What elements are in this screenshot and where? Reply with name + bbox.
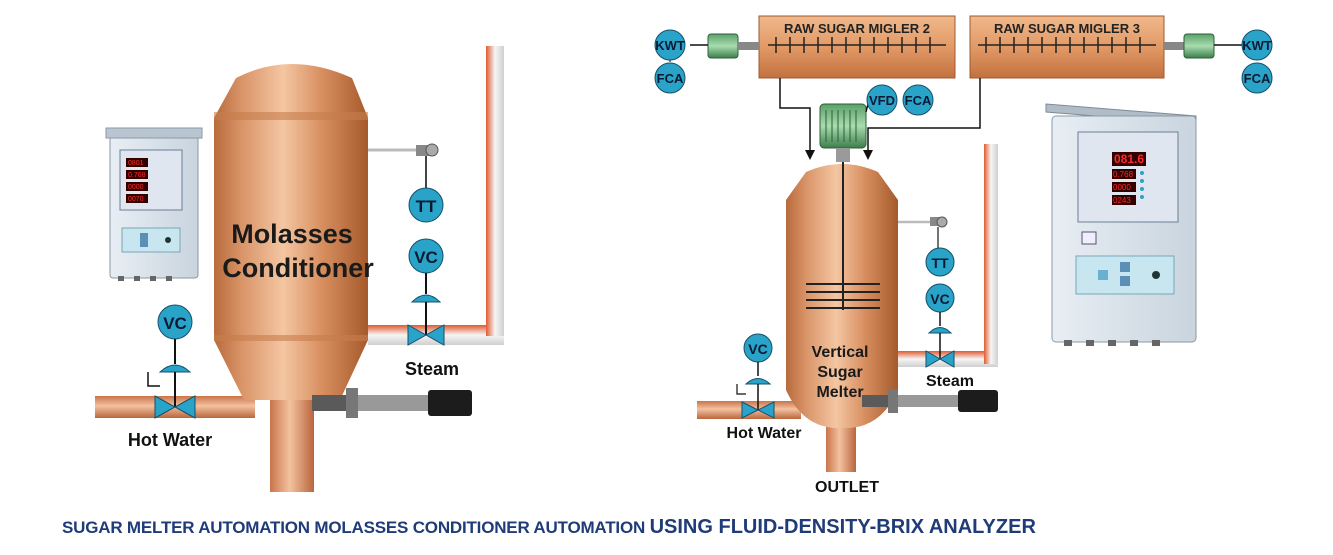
process-diagram: 0801 0.768 0000 0070 Molasses Conditio xyxy=(95,15,1273,496)
caption-part-1: SUGAR MELTER AUTOMATION MOLASSES CONDITI… xyxy=(62,518,650,537)
panel-right-display-3: 0000 xyxy=(1113,183,1131,192)
sugar-melter-section: RAW SUGAR MIGLER 2 RAW SUGAR MIGLER 3 xyxy=(654,15,1273,496)
kwt-instrument-right xyxy=(1241,29,1273,61)
vfd-label: VFD xyxy=(869,93,895,108)
valve-icon-steam-left xyxy=(407,324,445,346)
migler2-label: RAW SUGAR MIGLER 2 xyxy=(784,21,930,36)
actuator-icon-water-right xyxy=(744,378,772,385)
vfd-instrument xyxy=(866,84,898,116)
feed-line-migler2 xyxy=(779,78,811,158)
melter-label-line1: Vertical xyxy=(812,344,869,361)
valve-icon-water-right xyxy=(741,401,775,419)
vessel-label-line2: Conditioner xyxy=(222,253,374,283)
migler-motor-left-icon xyxy=(707,33,759,59)
actuator-icon-water-left xyxy=(158,364,192,373)
raw-sugar-migler-2: RAW SUGAR MIGLER 2 xyxy=(758,15,956,79)
migler-motor-right-icon xyxy=(1164,33,1215,59)
hot-water-label-right: Hot Water xyxy=(727,425,802,442)
panel-left-display-4: 0070 xyxy=(128,196,144,203)
agitator-motor-icon xyxy=(819,103,867,162)
vc-steam-label-left: VC xyxy=(414,248,438,267)
molasses-conditioner-section: 0801 0.768 0000 0070 Molasses Conditio xyxy=(95,46,504,492)
panel-left-display-3: 0000 xyxy=(128,184,144,191)
panel-right-display-2: 0.768 xyxy=(1113,170,1134,179)
hot-water-label-left: Hot Water xyxy=(128,430,212,450)
molasses-conditioner-vessel: Molasses Conditioner xyxy=(214,64,374,492)
panel-right-display-1: 081.6 xyxy=(1114,152,1144,166)
vc-water-label-left: VC xyxy=(163,314,187,333)
temperature-probe-icon xyxy=(416,143,439,188)
tt-instrument-right xyxy=(925,247,955,277)
steam-pipe-left-v xyxy=(486,46,504,336)
caption-part-2: USING FLUID-DENSITY-BRIX ANALYZER xyxy=(649,516,1036,538)
fca-label-right: FCA xyxy=(1244,71,1271,86)
diagram-caption: SUGAR MELTER AUTOMATION MOLASSES CONDITI… xyxy=(62,516,1322,539)
actuator-icon-steam-left xyxy=(410,294,442,303)
raw-sugar-migler-3: RAW SUGAR MIGLER 3 xyxy=(969,15,1165,79)
fca-instrument-right xyxy=(1241,62,1273,94)
feed-line-migler3 xyxy=(867,78,981,158)
steam-label-left: Steam xyxy=(405,359,459,379)
valve-icon-steam-right xyxy=(925,350,955,368)
vc-water-label-right: VC xyxy=(748,341,767,357)
melter-label-line2: Sugar xyxy=(817,364,862,381)
panel-left-display-1: 0801 xyxy=(128,160,144,167)
fca-motor-label: FCA xyxy=(905,93,932,108)
tt-label-right: TT xyxy=(931,255,949,271)
panel-left-display-2: 0.768 xyxy=(128,172,146,179)
fca-label-left: FCA xyxy=(657,71,684,86)
outlet-label: OUTLET xyxy=(815,479,879,496)
fca-motor-instrument xyxy=(902,84,934,116)
temperature-probe-icon-right xyxy=(930,216,948,248)
tt-instrument-left xyxy=(408,187,444,223)
brix-analyzer-probe-left xyxy=(312,388,472,418)
fca-instrument-left xyxy=(654,62,686,94)
brix-analyzer-probe-right xyxy=(862,389,998,413)
vessel-label-line1: Molasses xyxy=(231,219,353,249)
panel-right-display-4: 0243 xyxy=(1113,196,1131,205)
steam-pipe-right-v xyxy=(984,144,998,364)
steam-label-right: Steam xyxy=(926,373,974,390)
valve-icon-water-left xyxy=(154,395,196,419)
vertical-sugar-melter-vessel: Vertical Sugar Melter xyxy=(786,162,898,429)
analyzer-panel-left: 0801 0.768 0000 0070 xyxy=(105,127,203,281)
kwt-label-right: KWT xyxy=(1242,38,1272,53)
analyzer-panel-right: 081.6 0.768 0000 0243 xyxy=(1045,103,1197,346)
kwt-label-left: KWT xyxy=(655,38,685,53)
melter-label-line3: Melter xyxy=(816,384,863,401)
tt-label-left: TT xyxy=(416,197,437,216)
actuator-icon-steam-right xyxy=(927,327,953,334)
migler3-label: RAW SUGAR MIGLER 3 xyxy=(994,21,1140,36)
vc-steam-label-right: VC xyxy=(930,291,949,307)
